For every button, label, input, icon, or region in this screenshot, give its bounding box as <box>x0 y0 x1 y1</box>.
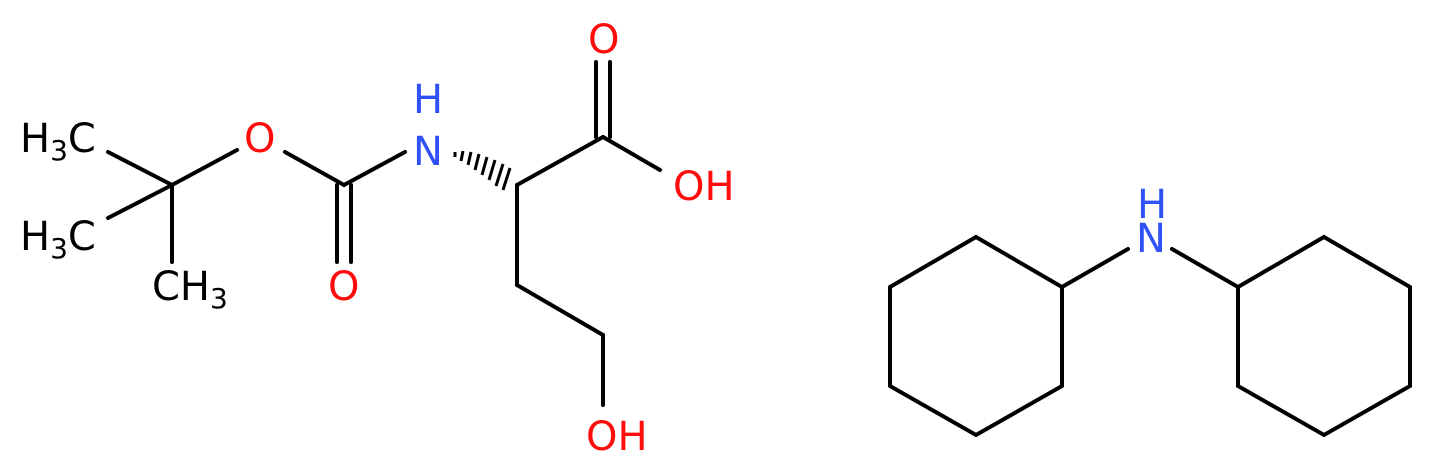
bond-carbonyl-c-nitrogen <box>342 150 407 187</box>
side-chain-hydroxyl-label: OH <box>586 414 648 460</box>
amide-hydrogen-label: H <box>413 77 443 123</box>
dicyclohexylamine-molecule: H N <box>888 182 1412 438</box>
methyl-label-middle: H3C <box>20 214 96 265</box>
bond-quaternary-ether-o <box>170 148 239 187</box>
bond-left-ring-nitrogen <box>1060 247 1130 289</box>
methyl-label-bottom: CH3 <box>152 264 228 315</box>
bond-ether-o-carbonyl-c <box>283 150 346 187</box>
hashed-wedge-bond <box>453 150 512 191</box>
bond-carboxyl-oh <box>601 135 662 172</box>
carbamate-carbonyl-oxygen-label: O <box>328 264 359 310</box>
bond-methyl2-quaternary <box>106 183 174 220</box>
amine-hydrogen-label: H <box>1137 182 1167 228</box>
ether-oxygen-label: O <box>244 116 275 162</box>
bond-methyl1-quaternary <box>106 150 174 187</box>
cyclohexane-ring-right <box>1236 234 1412 438</box>
acid-carbonyl-oxygen-label: O <box>588 17 619 63</box>
bond-beta-gamma <box>515 283 605 337</box>
amide-nitrogen-label: N <box>413 129 443 175</box>
methyl-label-top: H3C <box>20 116 96 167</box>
cyclohexane-ring-left <box>888 234 1064 438</box>
boc-homoserine-molecule: H3C H3C CH3 O O H N O OH OH <box>20 17 735 460</box>
amine-nitrogen-label: N <box>1136 216 1166 262</box>
bond-alpha-carboxyl-c <box>515 135 605 187</box>
bond-nitrogen-right-ring <box>1170 247 1240 289</box>
acid-hydroxyl-label: OH <box>673 164 735 210</box>
